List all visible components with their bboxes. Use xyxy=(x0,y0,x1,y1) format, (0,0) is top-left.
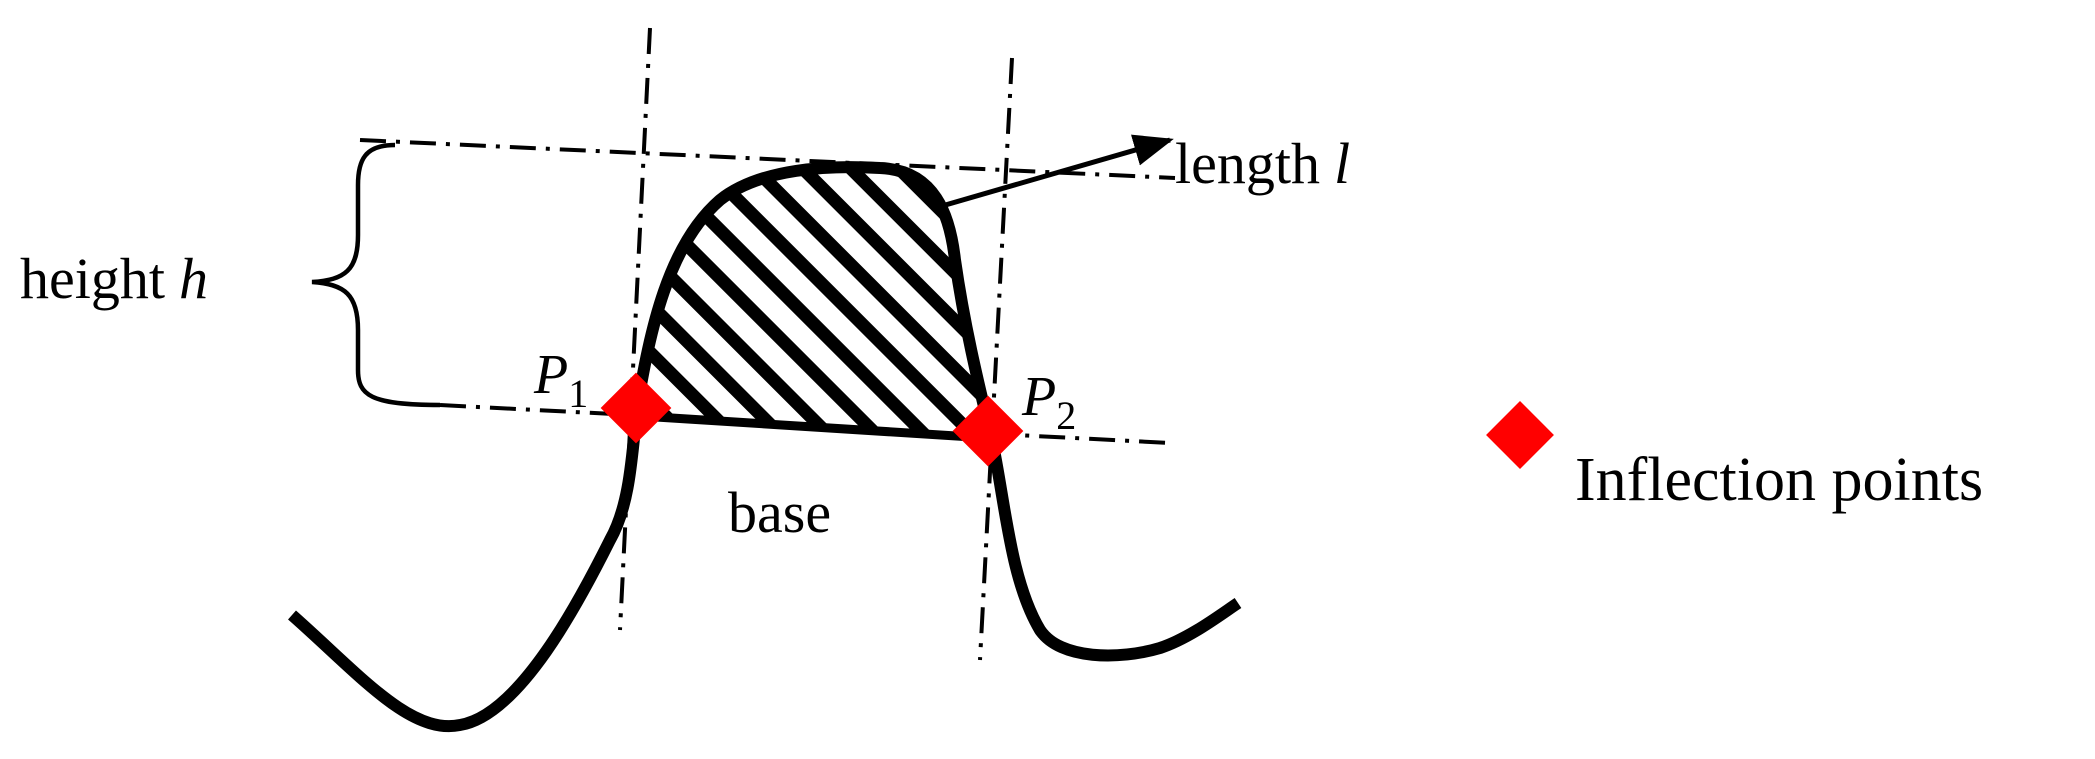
length-word: length xyxy=(1175,131,1320,196)
p2-subscript: 2 xyxy=(1056,393,1076,438)
legend: Inflection points xyxy=(1486,401,1983,514)
height-variable: h xyxy=(179,246,208,311)
base-line xyxy=(639,411,989,443)
top-height-guide xyxy=(359,138,1176,180)
legend-marker xyxy=(1486,401,1554,469)
length-arrow xyxy=(934,134,1174,211)
left-vertical-guide xyxy=(618,27,652,631)
p1-label: P1 xyxy=(533,344,588,416)
inflection-point-p1-marker xyxy=(600,372,672,444)
p2-label: P2 xyxy=(1021,366,1076,438)
length-variable: l xyxy=(1334,131,1350,196)
profile-curve xyxy=(288,161,1242,733)
base-label: base xyxy=(728,480,831,545)
p2-letter: P xyxy=(1021,366,1056,428)
reference-lines xyxy=(359,27,1176,661)
p1-subscript: 1 xyxy=(568,371,588,416)
inflection-point-p2-marker xyxy=(952,395,1024,467)
legend-text: Inflection points xyxy=(1575,446,1983,514)
height-brace xyxy=(311,142,441,408)
p1-letter: P xyxy=(533,344,568,406)
right-vertical-guide xyxy=(978,57,1014,661)
height-word: height xyxy=(20,246,165,311)
